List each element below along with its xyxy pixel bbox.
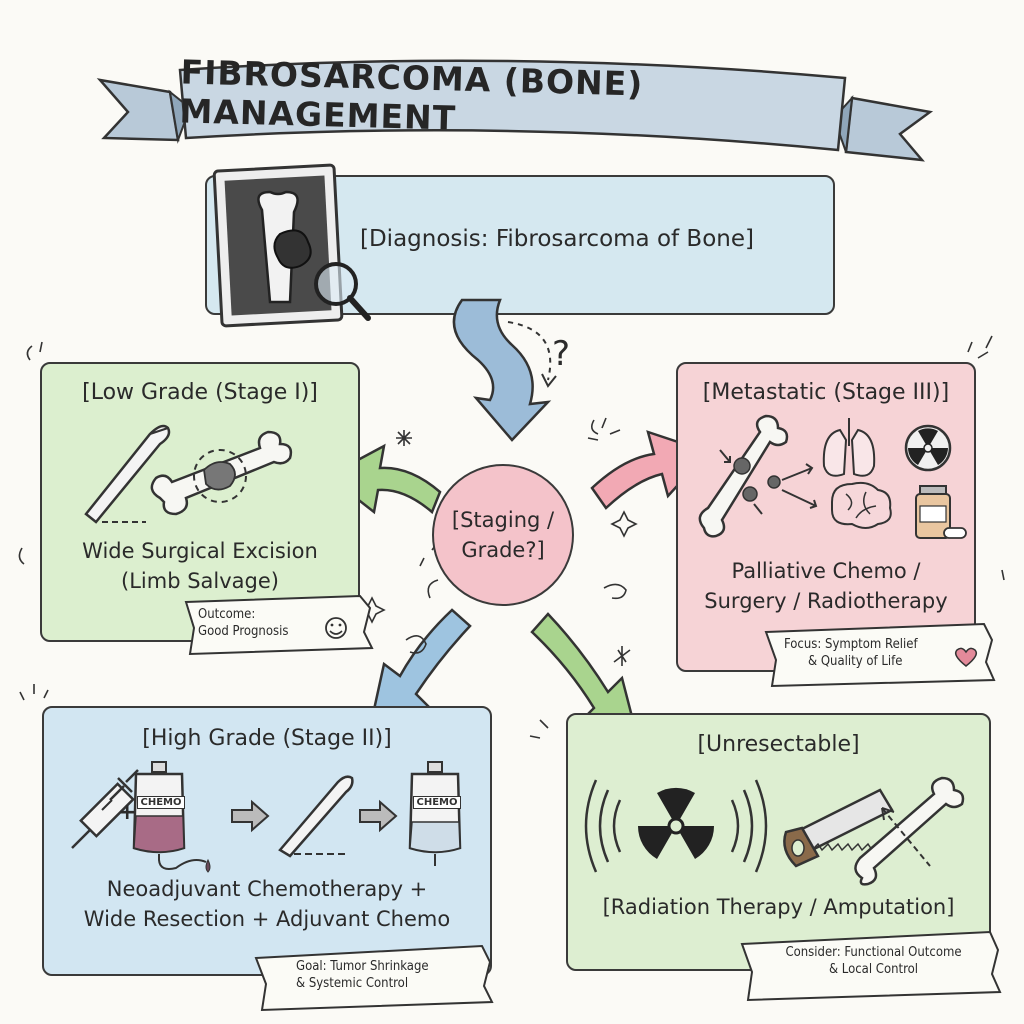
unresectable-body: [Radiation Therapy / Amputation]: [602, 895, 955, 919]
metastatic-line1: Palliative Chemo /: [731, 559, 921, 583]
plus-sign: +: [118, 800, 137, 825]
metastatic-header: [Metastatic (Stage III)]: [702, 380, 950, 405]
metastatic-ribbon-line2: & Quality of Life: [808, 654, 903, 669]
high-grade-line2: Wide Resection + Adjuvant Chemo: [83, 907, 451, 931]
low-grade-ribbon-text: Outcome: Good Prognosis: [198, 606, 328, 640]
chemo-bag-icon: [132, 761, 211, 873]
metastatic-ribbon-text: Focus: Symptom Relief & Quality of Life: [784, 636, 954, 670]
arrow-diagnosis-to-staging: [452, 298, 552, 442]
metastatic-body: Palliative Chemo / Surgery / Radiotherap…: [676, 556, 976, 616]
metastatic-ribbon-line1: Focus: Symptom Relief: [784, 637, 918, 652]
chemo-bag-label-2: CHEMO: [413, 796, 461, 809]
low-grade-illustration: [84, 424, 293, 524]
scalpel-icon: [278, 775, 354, 858]
unresectable-ribbon-line1: Consider: Functional Outcome: [785, 945, 962, 960]
chemo-bag-label: CHEMO: [137, 796, 185, 809]
metastatic-ribbon: [764, 622, 996, 688]
low-grade-line1: Wide Surgical Excision: [82, 539, 318, 563]
bone-icon: [698, 414, 789, 538]
syringe-icon: [71, 769, 139, 849]
radiation-waves: [584, 779, 768, 873]
scalpel-icon: [84, 424, 171, 524]
staging-line2: Grade?]: [461, 538, 545, 562]
low-grade-box: [40, 362, 360, 642]
xray-icon: [212, 163, 371, 328]
high-grade-line1: Neoadjuvant Chemotherapy +: [106, 877, 428, 901]
unresectable-ribbon-line2: & Local Control: [828, 962, 919, 977]
high-grade-ribbon-line1: Goal: Tumor Shrinkage: [296, 959, 429, 974]
brain-icon: [831, 481, 892, 529]
low-grade-body: Wide Surgical Excision (Limb Salvage): [40, 536, 360, 596]
low-grade-line2: (Limb Salvage): [121, 569, 279, 593]
unresectable-box: [566, 713, 991, 971]
question-mark: ?: [552, 334, 571, 374]
low-grade-header: [Low Grade (Stage I)]: [82, 380, 318, 405]
title-banner: [96, 59, 934, 162]
low-grade-ribbon-line2: Good Prognosis: [198, 624, 289, 639]
diagnosis-label: [Diagnosis: Fibrosarcoma of Bone]: [360, 226, 754, 252]
low-grade-ribbon-line1: Outcome:: [198, 607, 256, 622]
high-grade-ribbon-line2: & Systemic Control: [296, 976, 409, 991]
pill-bottle-icon: [915, 485, 967, 539]
unresectable-illustration: [584, 776, 965, 886]
high-grade-ribbon-text: Goal: Tumor Shrinkage & Systemic Control: [296, 958, 486, 992]
metastatic-line2: Surgery / Radiotherapy: [704, 589, 948, 613]
high-grade-body: Neoadjuvant Chemotherapy + Wide Resectio…: [42, 874, 492, 934]
radiation-icon: [904, 424, 952, 472]
radiation-icon: [637, 787, 715, 859]
unresectable-ribbon: [740, 930, 1002, 1002]
low-grade-ribbon: [184, 594, 374, 656]
staging-decision-circle: [Staging / Grade?]: [432, 464, 574, 606]
staging-line1: [Staging /: [451, 508, 555, 532]
saw-icon: [783, 788, 894, 868]
chemo-bag-icon-2: [408, 761, 462, 866]
unresectable-header: [Unresectable]: [697, 732, 860, 757]
unresectable-ribbon-text: Consider: Functional Outcome & Local Con…: [756, 944, 991, 978]
high-grade-illustration: [71, 761, 462, 873]
bone-icon: [150, 430, 293, 516]
bone-icon: [854, 776, 965, 886]
high-grade-header: [High Grade (Stage II)]: [142, 726, 392, 751]
high-grade-ribbon: [254, 944, 494, 1012]
metastatic-illustration: [698, 414, 967, 539]
lungs-icon: [822, 418, 876, 477]
